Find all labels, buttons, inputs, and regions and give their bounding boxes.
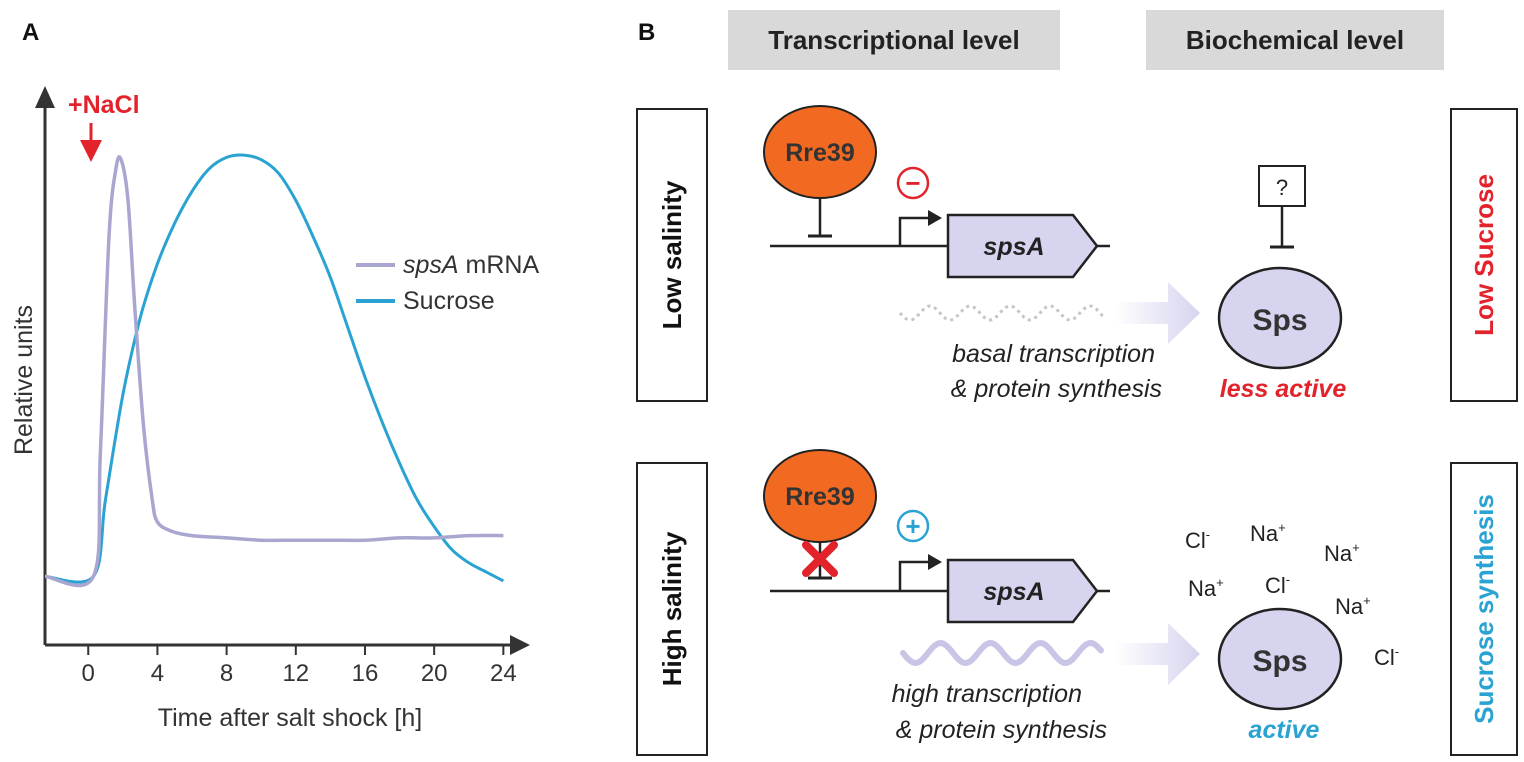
- high-salinity-row: High salinity Rre39 + spsA high transcri…: [636, 449, 1518, 756]
- low-sucrose-label: Low Sucrose: [1469, 174, 1499, 336]
- panel-a: A 0 4 8 12 16 20 24 Relative units Time after …: [10, 19, 539, 732]
- x-tick-label-20: 20: [421, 660, 448, 687]
- svg-text:Na+: Na+: [1335, 593, 1371, 619]
- low-unknown-box: [1258, 165, 1306, 207]
- high-promoter-arrow: [898, 560, 930, 591]
- header-transcriptional: Transcriptional level: [768, 25, 1019, 55]
- ion-na-3: Na+: [1188, 575, 1224, 601]
- header-biochemical-box: [1146, 10, 1444, 70]
- x-tick-label-16: 16: [352, 660, 379, 687]
- y-axis-arrowhead: [35, 86, 55, 108]
- low-process-line1: basal transcription: [952, 340, 1155, 368]
- ion-na-1: Na+: [1250, 520, 1286, 546]
- x-tick-label-12: 12: [282, 660, 309, 687]
- low-minus-sign: −: [905, 168, 920, 198]
- high-spsa-gene: [946, 558, 1099, 624]
- sucrose-series-line: [44, 153, 505, 584]
- legend-label-sucrose: Sucrose: [403, 287, 495, 315]
- spsa-mrna-series-line: [44, 155, 504, 588]
- blocked-cross-icon: [802, 541, 838, 577]
- high-activity-label: active: [1249, 716, 1320, 744]
- high-plus-sign: +: [905, 511, 920, 541]
- high-salinity-label: High salinity: [657, 531, 687, 686]
- low-mrna-wave: [898, 304, 1106, 322]
- header-transcriptional-box: [728, 10, 1060, 70]
- x-axis-label: Time after salt shock [h]: [158, 704, 422, 732]
- low-promoter-arrow: [898, 216, 930, 246]
- svg-text:Cl-: Cl-: [1374, 644, 1399, 670]
- svg-text:Na+: Na+: [1250, 520, 1286, 546]
- x-axis-arrowhead: [510, 635, 530, 655]
- low-salinity-label: Low salinity: [657, 180, 687, 329]
- low-unknown-label: ?: [1276, 175, 1288, 200]
- panel-a-label: A: [22, 19, 39, 46]
- ion-na-4: Na+: [1335, 593, 1371, 619]
- svg-text:Cl-: Cl-: [1265, 572, 1290, 598]
- high-salinity-box: [636, 462, 708, 756]
- high-sps-ellipse: [1217, 607, 1343, 711]
- low-spsa-label: spsA: [983, 233, 1044, 261]
- panel-b: B Transcriptional level Biochemical leve…: [636, 10, 1518, 756]
- nacl-label: +NaCl: [68, 91, 140, 119]
- low-salinity-box: [636, 108, 708, 402]
- high-spsa-label: spsA: [983, 578, 1044, 606]
- legend-label-mrna: spsA mRNA: [403, 251, 539, 279]
- low-minus-circle: [896, 166, 930, 200]
- ion-cl-2: Cl-: [1265, 572, 1290, 598]
- low-sucrose-box: [1450, 108, 1518, 402]
- high-plus-circle: [896, 509, 930, 543]
- high-mrna-wave: [900, 639, 1104, 667]
- high-process-line1: high transcription: [892, 680, 1082, 708]
- legend: spsA mRNA Sucrose: [356, 251, 539, 315]
- low-salinity-row: Low salinity Rre39 − spsA basal transcri…: [636, 105, 1518, 403]
- high-sucrose-box: [1450, 462, 1518, 756]
- ion-na-2: Na+: [1324, 540, 1360, 566]
- x-tick-label-8: 8: [220, 660, 233, 687]
- low-flow-arrow: [1115, 282, 1200, 344]
- x-axis-ticks: 0 4 8 12 16 20 24: [82, 645, 517, 687]
- low-activity-label: less active: [1220, 375, 1347, 403]
- high-flow-arrow: [1115, 623, 1200, 685]
- high-process-line2: & protein synthesis: [896, 716, 1107, 744]
- header-biochemical: Biochemical level: [1186, 25, 1404, 55]
- high-promoter-arrowhead: [928, 554, 942, 570]
- x-tick-label-4: 4: [151, 660, 164, 687]
- high-rre39-label: Rre39: [785, 483, 855, 511]
- ion-cl-1: Cl-: [1185, 527, 1210, 553]
- high-sps-label: Sps: [1252, 645, 1307, 678]
- low-process-line2: & protein synthesis: [951, 375, 1162, 403]
- low-sps-label: Sps: [1252, 304, 1307, 337]
- low-sps-ellipse: [1217, 266, 1343, 370]
- y-axis-label: Relative units: [10, 305, 38, 455]
- ion-cl-3: Cl-: [1374, 644, 1399, 670]
- high-sucrose-label: Sucrose synthesis: [1469, 494, 1499, 724]
- svg-text:Na+: Na+: [1188, 575, 1224, 601]
- panel-b-label: B: [638, 19, 655, 46]
- low-rre39-label: Rre39: [785, 139, 855, 167]
- x-tick-label-24: 24: [490, 660, 517, 687]
- low-promoter-arrowhead: [928, 210, 942, 226]
- svg-text:Na+: Na+: [1324, 540, 1360, 566]
- svg-text:Cl-: Cl-: [1185, 527, 1210, 553]
- x-tick-label-0: 0: [82, 660, 95, 687]
- nacl-arrow-head: [80, 140, 102, 162]
- low-spsa-gene: [946, 213, 1099, 279]
